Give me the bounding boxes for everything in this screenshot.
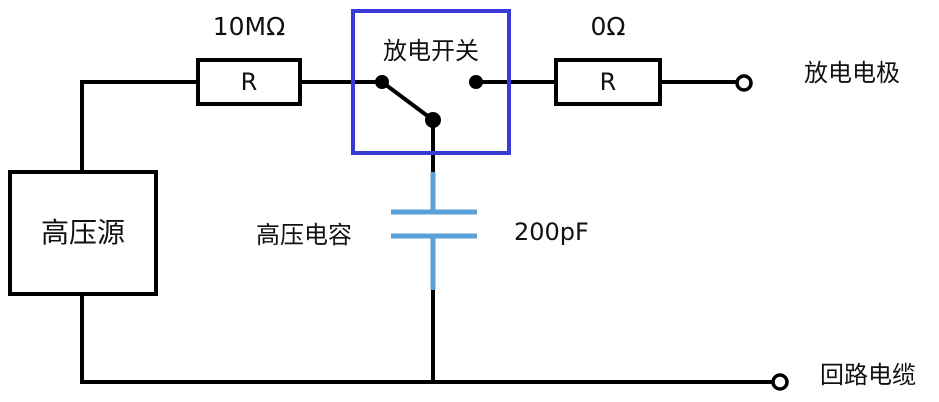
wire-source-to-r1 [80, 80, 196, 172]
electrode-label: 放电电极 [804, 59, 900, 87]
resistor-r2-value: 0Ω [590, 12, 625, 41]
electrode-terminal [735, 74, 753, 92]
wires [80, 80, 773, 384]
switch-contact-right [469, 75, 483, 89]
switch-blade [380, 80, 435, 122]
capacitor [391, 172, 477, 290]
resistor-r2-symbol: R [600, 68, 617, 96]
capacitance-label: 200pF [514, 218, 589, 246]
switch-contact-left [375, 75, 389, 89]
switch-label: 放电开关 [383, 37, 479, 65]
capacitor-label: 高压电容 [256, 221, 352, 249]
wire-source-to-return [80, 294, 773, 384]
source-label: 高压源 [41, 216, 125, 249]
return-cable-label: 回路电缆 [820, 361, 916, 389]
switch-pivot [425, 112, 441, 128]
resistor-r1-value: 10MΩ [213, 12, 286, 41]
resistor-r1-symbol: R [241, 68, 258, 96]
resistor-r2 [554, 58, 662, 106]
return-cable-terminal [771, 373, 789, 391]
switch-frame [351, 9, 511, 155]
source-box [8, 170, 158, 296]
resistor-r1 [196, 58, 302, 106]
